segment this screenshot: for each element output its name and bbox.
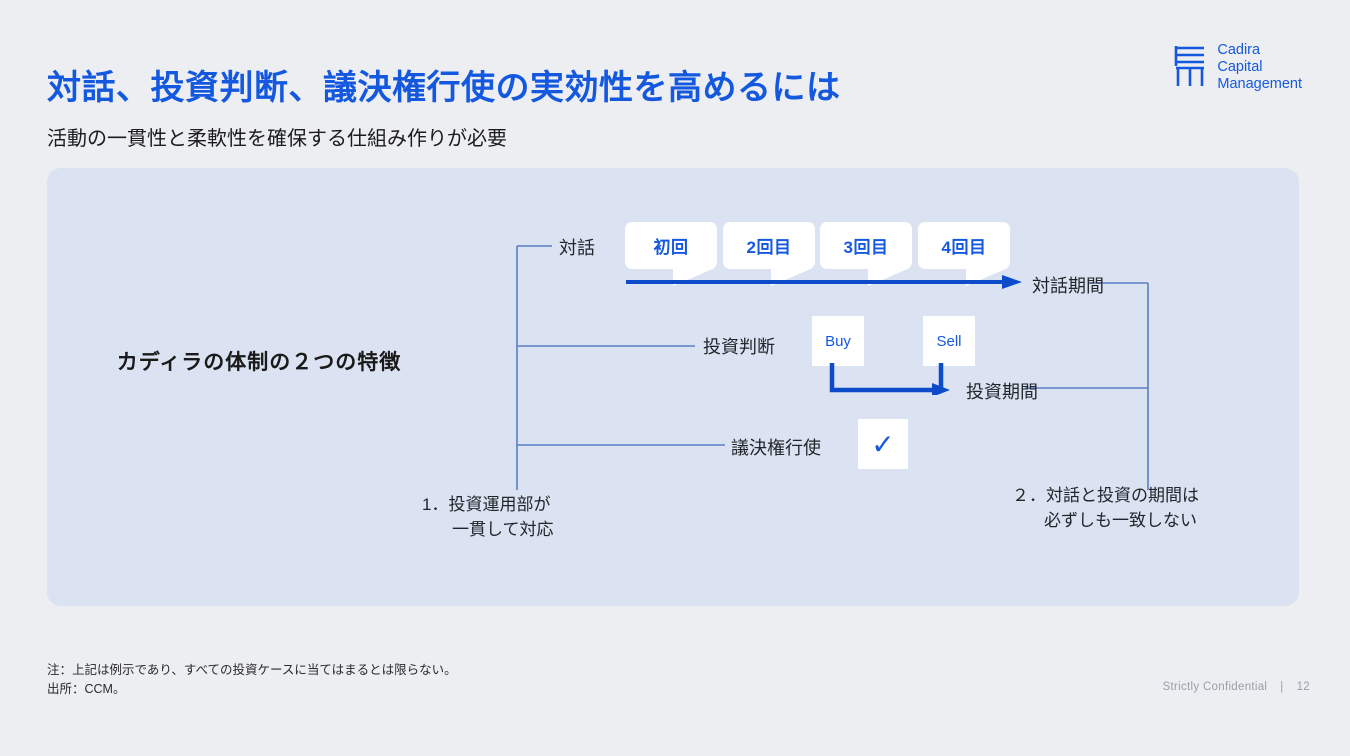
confidentiality-label: Strictly Confidential bbox=[1162, 681, 1268, 693]
logo-line-3: Management bbox=[1217, 75, 1302, 92]
note-2-text-1: 対話と投資の期間は bbox=[1046, 486, 1199, 505]
voting-check-card[interactable]: ✓ bbox=[858, 419, 908, 469]
note-1-number: 1． bbox=[422, 495, 449, 514]
footer-separator: | bbox=[1280, 681, 1284, 693]
row-label-dialogue: 対話 bbox=[559, 238, 595, 258]
dialogue-bubble-label: 初回 bbox=[653, 238, 689, 257]
trade-card-label: Buy bbox=[825, 332, 851, 350]
dialogue-bubble-label: 4回目 bbox=[941, 238, 987, 257]
dialogue-bubble-label: 2回目 bbox=[746, 238, 792, 257]
panel-heading: カディラの体制の２つの特徴 bbox=[116, 351, 402, 374]
note-2-text-2: 必ずしも一致しない bbox=[1044, 510, 1197, 530]
dialogue-bubble-1[interactable]: 初回 bbox=[625, 222, 717, 286]
page-title: 対話、投資判断、議決権行使の実効性を高めるには bbox=[47, 69, 841, 107]
footnotes: 注：上記は例示であり、すべての投資ケースに当てはまるとは限らない。 出所：CCM… bbox=[47, 661, 457, 700]
trade-card-label: Sell bbox=[936, 332, 962, 350]
trade-card-sell[interactable]: Sell bbox=[923, 316, 975, 366]
note-1: 1．投資運用部が 一貫して対応 bbox=[422, 493, 554, 542]
note-2: ２．対話と投資の期間は 必ずしも一致しない bbox=[1012, 484, 1199, 533]
dialogue-bubble-3[interactable]: 3回目 bbox=[820, 222, 912, 286]
page-number: 12 bbox=[1296, 681, 1310, 693]
brand-logo-text: Cadira Capital Management bbox=[1217, 42, 1302, 93]
cadira-logo-mark-icon bbox=[1174, 42, 1208, 93]
period-label-investment: 投資期間 bbox=[966, 382, 1038, 402]
logo-line-1: Cadira bbox=[1217, 42, 1261, 59]
note-1-line-1: 1．投資運用部が bbox=[422, 493, 554, 518]
holding-period-arrow-icon bbox=[828, 363, 958, 397]
page-subtitle: 活動の一貫性と柔軟性を確保する仕組み作りが必要 bbox=[47, 128, 507, 150]
period-label-dialogue: 対話期間 bbox=[1032, 276, 1104, 296]
row-label-voting-rights: 議決権行使 bbox=[731, 438, 821, 458]
note-1-text-2: 一貫して対応 bbox=[452, 519, 554, 539]
note-2-number: ２． bbox=[1012, 486, 1046, 505]
dialogue-bubble-label: 3回目 bbox=[843, 238, 889, 257]
trade-card-buy[interactable]: Buy bbox=[812, 316, 864, 366]
row-label-investment-decision: 投資判断 bbox=[703, 337, 775, 357]
note-2-line-1: ２．対話と投資の期間は bbox=[1012, 484, 1199, 509]
footnote-line-2: 出所：CCM。 bbox=[47, 682, 126, 697]
footer-meta: Strictly Confidential | 12 bbox=[1163, 681, 1310, 693]
note-1-text-1: 投資運用部が bbox=[448, 495, 551, 514]
dialogue-timeline-arrow-icon bbox=[626, 274, 1022, 290]
connector-lines bbox=[516, 245, 1149, 490]
dialogue-bubble-4[interactable]: 4回目 bbox=[918, 222, 1010, 286]
brand-logo: Cadira Capital Management bbox=[1174, 42, 1302, 93]
check-icon: ✓ bbox=[871, 428, 895, 460]
logo-line-2: Capital bbox=[1217, 59, 1263, 76]
dialogue-bubble-2[interactable]: 2回目 bbox=[723, 222, 815, 286]
footnote-line-1: 注：上記は例示であり、すべての投資ケースに当てはまるとは限らない。 bbox=[47, 663, 457, 677]
